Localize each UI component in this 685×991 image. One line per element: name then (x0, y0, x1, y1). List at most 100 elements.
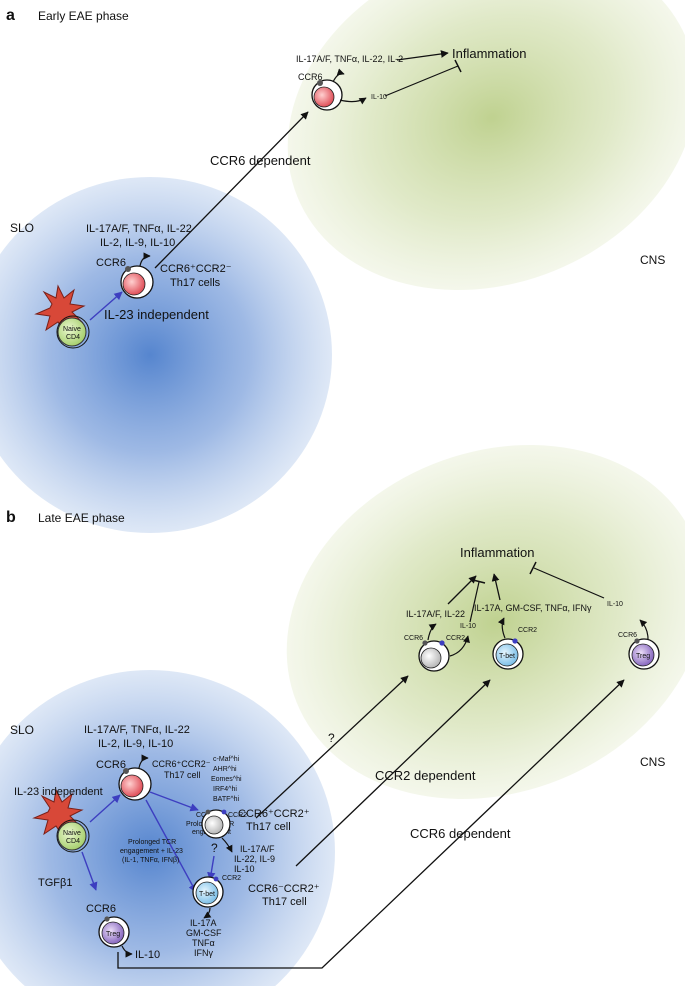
migration-arrow-a (154, 111, 309, 269)
cns-cytokines-b-2: IL-17A, GM-CSF, TNFα, IFNγ (474, 603, 592, 613)
prolonged2-line1: Prolonged TCR (128, 839, 176, 846)
differentiation-arrow-b-2 (81, 851, 98, 891)
ccr6-receptor-icon (205, 809, 211, 815)
cns-tbet-cell: T-bet (492, 617, 524, 670)
cytokine-arrow-a (396, 50, 449, 61)
treg-label: Treg (106, 931, 120, 938)
il23-label-a: IL-23 independent (104, 307, 209, 322)
cns-treg-label: Treg (636, 653, 650, 660)
tf-item: IRF4^hi (213, 786, 237, 793)
th17b-label-2: Th17 cell (246, 821, 291, 833)
cns-cytokines-a: IL-17A/F, TNFα, IL-22, IL-2 (296, 54, 403, 64)
ccr6-dependent-label: CCR6 dependent (410, 826, 511, 841)
ccr6-receptor-icon (422, 640, 428, 646)
cns-label-b: CNS (640, 755, 665, 769)
il23-label-b: IL-23 independent (14, 786, 103, 798)
dendritic-cell-icon-a (34, 284, 86, 336)
il10-inhibition-b-2 (533, 567, 605, 599)
cns-ccr6-label-b: CCR6 (404, 635, 423, 642)
cns-th17-cell-a (311, 68, 367, 111)
differentiation-arrow-b-3 (149, 791, 199, 812)
th17c-label-2: Th17 cell (262, 896, 307, 908)
th17-label-b-2: Th17 cell (164, 770, 201, 780)
migration-arrow-ccr6 (117, 679, 625, 969)
dendritic-cell-icon-b (32, 788, 84, 840)
mid-cyt-2: IL-22, IL-9 (234, 854, 275, 864)
prolonged2-line3: (IL-1, TNFα, IFNβ) (122, 857, 179, 864)
mid-cyt-3: IL-10 (234, 864, 255, 874)
slo-tbet-cell: T-bet (192, 876, 224, 919)
ccr2-receptor-icon (512, 638, 518, 644)
cns-il10-label-a: IL-10 (371, 94, 387, 101)
differentiation-arrow-b-4 (145, 799, 197, 893)
arrow-to-inflammation-1 (447, 575, 477, 605)
transcription-factor-list: c-Maf^hi AHR^hi Eomes^hi IRF4^hi BATF^hi (211, 756, 242, 803)
inhibition-bar-a (454, 59, 462, 73)
cns-il10-label-b-1: IL-10 (460, 623, 476, 630)
naive-label-a-1: Naive (63, 326, 81, 333)
tbet-cytokine: IL-17A (190, 918, 217, 928)
panel-a-letter: a (6, 7, 15, 24)
il10-inhibition-b-1 (469, 581, 480, 623)
slo-cytokines-a-1: IL-17A/F, TNFα, IL-22 (86, 223, 192, 235)
naive-label-b-2: CD4 (66, 838, 80, 845)
slo-label-a: SLO (10, 221, 34, 235)
differentiation-arrow-b-5 (207, 855, 216, 881)
slo-region-b (0, 670, 335, 991)
cns-il10-label-b-2: IL-10 (607, 601, 623, 608)
naive-cd4-cell-b: Naive CD4 (56, 819, 90, 853)
tbet-cytokine-list: IL-17A GM-CSF TNFα IFNγ (186, 918, 222, 958)
cns-cytokines-b-1: IL-17A/F, IL-22 (406, 609, 465, 619)
panel-b: b Late EAE phase SLO CNS Inflammation IL… (0, 444, 685, 991)
cns-tbet-label: T-bet (499, 653, 515, 660)
ccr6-receptor-icon (125, 266, 131, 272)
ccr2-receptor-icon (439, 640, 445, 646)
question-mark-1: ? (328, 731, 335, 745)
mid-ccr2-label: CCR2 (228, 812, 247, 819)
cns-ccr2-label-b: CCR2 (446, 635, 465, 642)
treg-il10-label: IL-10 (135, 949, 160, 961)
differentiation-arrow-b-1 (89, 794, 121, 823)
tbet-cytokine: GM-CSF (186, 928, 222, 938)
ccr6-receptor-icon (634, 638, 640, 644)
ccr2-dependent-label: CCR2 dependent (375, 768, 476, 783)
slo-ccr6-label-b: CCR6 (96, 759, 126, 771)
slo-double-positive-cell (201, 809, 233, 853)
tf-item: Eomes^hi (211, 776, 242, 783)
slo-th17-cell-a (120, 252, 154, 299)
ccr2-receptor-icon (213, 876, 219, 882)
slo-region-a (0, 177, 332, 533)
inhibition-bar-b-1 (472, 579, 486, 584)
tgfb-label: TGFβ1 (38, 877, 72, 889)
tf-item: c-Maf^hi (213, 756, 240, 763)
cns-ccr2-label-b-2: CCR2 (518, 627, 537, 634)
differentiation-arrow-a (89, 291, 123, 321)
inflammation-label-a: Inflammation (452, 46, 526, 61)
panel-b-title: Late EAE phase (38, 511, 125, 525)
slo-th17-cell-b (118, 754, 152, 801)
slo-label-b: SLO (10, 723, 34, 737)
migration-arrow-ccr2 (295, 679, 491, 867)
cns-treg-cell: Treg (628, 619, 660, 670)
cns-ccr6-label-b-3: CCR6 (618, 632, 637, 639)
th17-label-a-1: CCR6⁺CCR2⁻ (160, 263, 232, 275)
prolonged2-line2: engagement + IL-23 (120, 848, 183, 855)
mid-cyt-1: IL-17A/F (240, 844, 275, 854)
slo-cytokines-a-2: IL-2, IL-9, IL-10 (100, 237, 175, 249)
naive-label-b-1: Naive (63, 830, 81, 837)
th17b-label-1: CCR6⁺CCR2⁺ (238, 808, 310, 820)
cns-region-b (286, 444, 685, 800)
migration-arrow-unknown (255, 675, 409, 819)
ccr2-receptor-icon (221, 809, 227, 815)
cns-ccr6-label-a: CCR6 (298, 72, 323, 82)
th17-label-b-1: CCR6⁺CCR2⁻ (152, 759, 211, 769)
tbet-cytokine: IFNγ (194, 948, 213, 958)
tf-item: AHR^hi (213, 766, 237, 773)
question-mark-2: ? (211, 841, 218, 855)
cns-double-positive-cell (418, 623, 470, 672)
inhibition-bar-b-2 (529, 561, 537, 575)
cns-label-a: CNS (640, 253, 665, 267)
ccr6-receptor-icon (317, 80, 323, 86)
slo-ccr6-label-a: CCR6 (96, 257, 126, 269)
